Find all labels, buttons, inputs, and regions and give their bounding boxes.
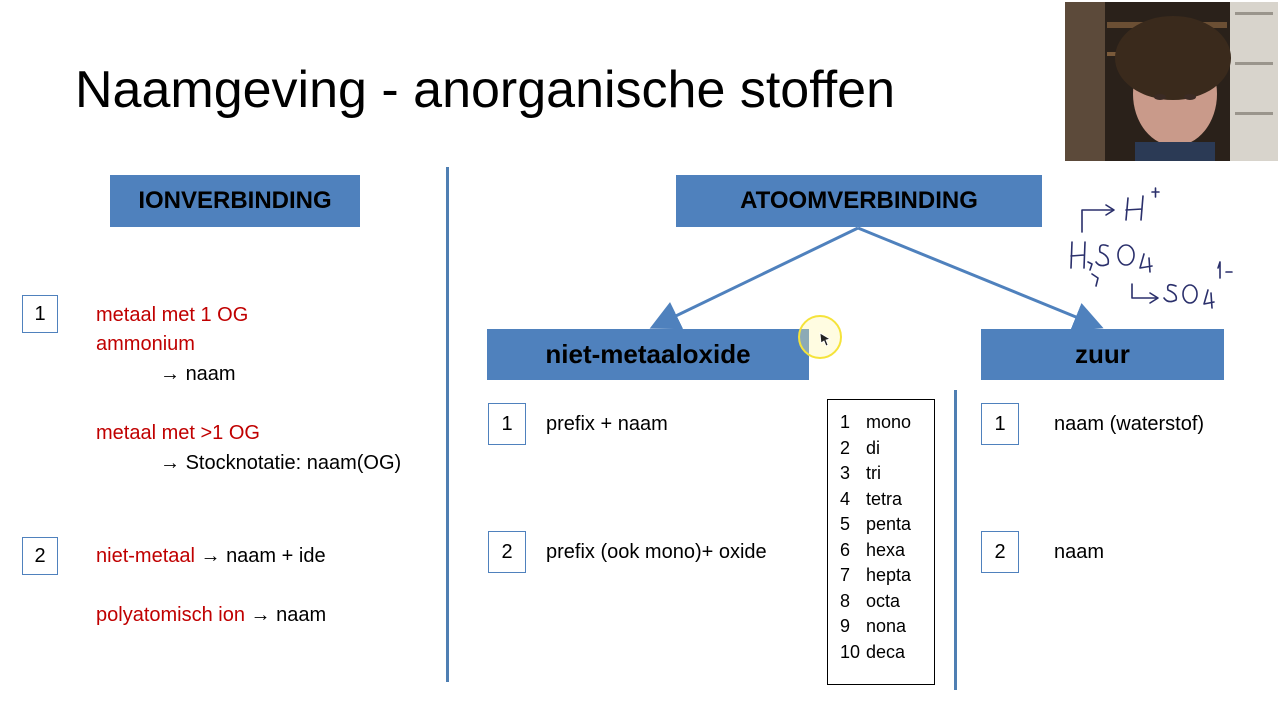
prefix-name: nona [866, 616, 906, 636]
prefix-name: octa [866, 591, 900, 611]
prefix-name: di [866, 438, 880, 458]
prefix-name: tetra [866, 489, 902, 509]
prefix-number: 7 [840, 565, 866, 586]
pointer-icon [818, 331, 834, 347]
zuur-header: zuur [981, 329, 1224, 380]
prefix-number: 9 [840, 616, 866, 637]
prefix-number: 10 [840, 642, 866, 663]
oxide-item-2-number: 2 [488, 531, 526, 573]
oxide-item-1-number: 1 [488, 403, 526, 445]
zuur-item-2-number: 2 [981, 531, 1019, 573]
prefix-name: mono [866, 412, 911, 432]
prefix-number: 5 [840, 514, 866, 535]
prefix-name: deca [866, 642, 905, 662]
prefix-name: tri [866, 463, 881, 483]
zuur-item-1-number: 1 [981, 403, 1019, 445]
handwritten-formula-annotation [1060, 180, 1245, 315]
prefix-number: 4 [840, 489, 866, 510]
oxide-item-1-text: prefix + naam [546, 410, 668, 439]
prefix-number: 8 [840, 591, 866, 612]
oxide-item-2-text: prefix (ook mono)+ oxide [546, 538, 767, 567]
prefix-number: 2 [840, 438, 866, 459]
prefix-number: 6 [840, 540, 866, 561]
prefix-name: hexa [866, 540, 905, 560]
zuur-item-2-text: naam [1054, 538, 1104, 567]
prefix-number: 3 [840, 463, 866, 484]
arrow-to-niet-metaaloxide [655, 228, 858, 326]
niet-metaaloxide-header: niet-metaaloxide [487, 329, 809, 380]
prefix-name: hepta [866, 565, 911, 585]
zuur-item-1-text: naam (waterstof) [1054, 410, 1204, 439]
prefix-number: 1 [840, 412, 866, 433]
prefix-name: penta [866, 514, 911, 534]
